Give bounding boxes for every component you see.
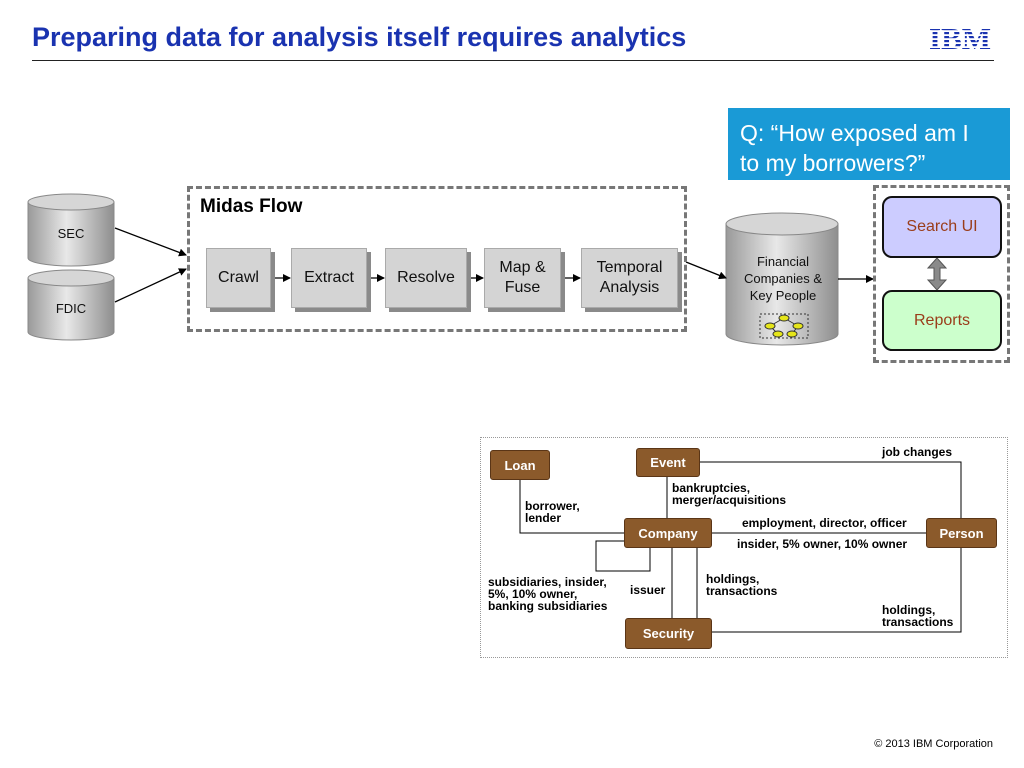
entity-loan: Loan	[490, 450, 550, 480]
er-connectors	[519, 461, 962, 633]
financial-database	[725, 212, 839, 346]
ibm-logo: IBM	[929, 24, 991, 52]
question-line: Q: “How exposed am I	[740, 120, 969, 146]
relation-job-changes: job changes	[882, 445, 953, 459]
reports-box: Reports	[882, 290, 1002, 351]
step-label: Crawl	[218, 269, 259, 286]
step-crawl: Crawl	[206, 248, 271, 308]
step-label: Fuse	[504, 279, 541, 296]
relation-subsidiaries: subsidiaries, insider,5%, 10% owner,bank…	[488, 575, 608, 613]
step-label: Resolve	[397, 269, 455, 286]
step-label: Map &	[499, 259, 546, 276]
question-banner: Q: “How exposed am I to my borrowers?”	[728, 108, 1010, 180]
copyright-footer: © 2013 IBM Corporation	[874, 738, 993, 750]
question-line: to my borrowers?”	[740, 150, 926, 176]
relation-borrower-lender: borrower,lender	[525, 499, 580, 525]
title-divider	[32, 60, 994, 61]
step-resolve: Resolve	[385, 248, 467, 308]
step-label: Analysis	[599, 279, 660, 296]
relation-person-holdings: holdings,transactions	[882, 603, 954, 629]
search-ui-box: Search UI	[882, 196, 1002, 258]
sec-database	[27, 193, 115, 267]
arrow-fdic-to-flow	[114, 268, 187, 303]
entity-security: Security	[625, 618, 712, 649]
entity-relationship-panel	[480, 437, 1008, 658]
entity-person: Person	[926, 518, 997, 548]
relation-employment: employment, director, officer	[742, 516, 907, 530]
graph-icon	[759, 313, 809, 339]
relation-insider-owner: insider, 5% owner, 10% owner	[737, 537, 908, 551]
midas-flow-container	[187, 186, 687, 332]
relation-bankruptcies: bankruptcies,merger/acquisitions	[672, 481, 787, 507]
relation-issuer: issuer	[630, 583, 666, 597]
step-map-fuse: Map & Fuse	[484, 248, 561, 308]
fdic-label: FDIC	[55, 301, 87, 316]
step-label: Temporal	[596, 259, 663, 276]
relation-company-holdings: holdings,transactions	[706, 572, 778, 598]
fdic-database	[27, 269, 115, 341]
arrow-sec-to-flow	[114, 227, 187, 257]
step-label: Extract	[304, 269, 354, 286]
entity-company: Company	[624, 518, 712, 548]
arrow-flow-to-store	[685, 261, 727, 280]
store-label: Financial Companies & Key People	[743, 254, 823, 303]
page-title: Preparing data for analysis itself requi…	[32, 22, 687, 52]
step-extract: Extract	[291, 248, 367, 308]
logo-text: IBM	[929, 24, 991, 52]
sec-label: SEC	[57, 226, 85, 241]
entity-event: Event	[636, 448, 700, 477]
midas-flow-title: Midas Flow	[200, 196, 303, 217]
output-container	[873, 185, 1010, 363]
